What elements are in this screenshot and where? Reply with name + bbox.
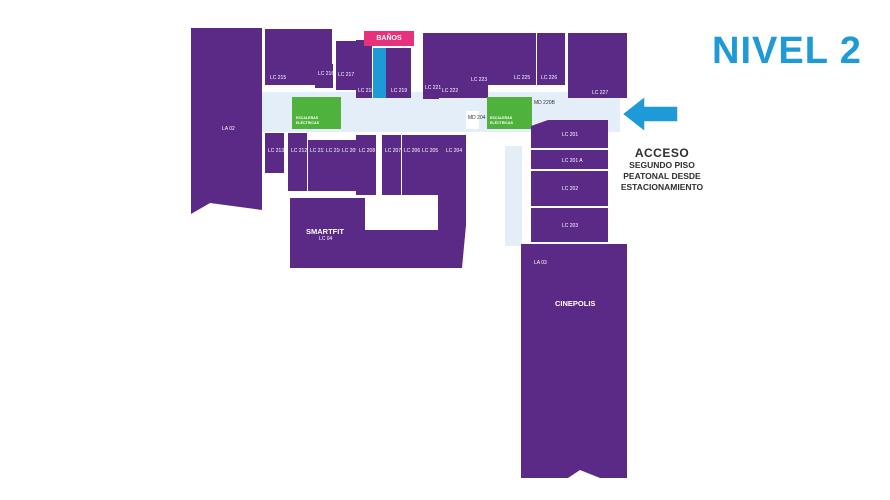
svg-text:LC 212: LC 212: [291, 148, 307, 154]
store-label-lc227: LC 227: [592, 90, 608, 96]
svg-text:ELÉCTRICAS: ELÉCTRICAS: [490, 120, 514, 125]
store-lc213[interactable]: LC 213: [265, 133, 284, 173]
store-lc202[interactable]: LC 202: [531, 171, 608, 206]
store-label-lc226: LC 226: [541, 75, 557, 81]
store-la02[interactable]: LA 02: [191, 28, 262, 214]
svg-text:LC 209: LC 209: [342, 148, 358, 154]
store-lc203[interactable]: LC 203: [531, 208, 608, 242]
svg-text:LC 201: LC 201: [562, 132, 578, 138]
restroom-corridor: [373, 48, 386, 98]
store-label-smartfit: SMARTFIT: [306, 227, 344, 236]
store-lc201[interactable]: LC 201: [531, 120, 608, 148]
store-lc226[interactable]: LC 226: [537, 33, 565, 85]
store-label-lc222: LC 222: [442, 88, 458, 94]
access-arrow-icon: [620, 94, 679, 134]
store-lc206[interactable]: LC 206: [402, 135, 420, 195]
svg-text:LC 205: LC 205: [422, 148, 438, 154]
store-lc217[interactable]: LC 217: [336, 41, 357, 90]
store-label-lc216: LC 216: [318, 71, 334, 77]
store-lc208[interactable]: LC 208: [356, 135, 376, 195]
store-lc209[interactable]: LC 209: [340, 140, 358, 191]
store-smartfit[interactable]: SMARTFIT LC 04: [290, 195, 466, 268]
restroom-icon-block: [365, 210, 389, 230]
access-note: ACCESO SEGUNDO PISO PEATONAL DESDE ESTAC…: [612, 146, 712, 193]
svg-text:LC 04: LC 04: [319, 236, 333, 242]
access-line-2: PEATONAL DESDE: [623, 171, 701, 181]
svg-text:LC 202: LC 202: [562, 186, 578, 192]
escalator-east: ESCALERAS ELÉCTRICAS: [487, 97, 532, 129]
access-line-3: ESTACIONAMIENTO: [620, 182, 704, 192]
restrooms-sign: BAÑOS: [364, 31, 414, 46]
svg-text:LC 207: LC 207: [385, 148, 401, 154]
svg-text:LC 211: LC 211: [310, 148, 326, 154]
level-title: NIVEL 2: [712, 30, 862, 72]
store-lc205[interactable]: LC 205: [420, 135, 439, 195]
store-lc218[interactable]: LC 218: [356, 40, 374, 98]
escalator-west: ESCALERAS ELÉCTRICAS: [292, 97, 341, 129]
svg-text:ESCALERAS: ESCALERAS: [490, 116, 513, 120]
access-heading: ACCESO: [634, 146, 690, 160]
vertical-corridor: [505, 146, 522, 246]
svg-text:LC 210: LC 210: [326, 148, 342, 154]
svg-text:LC 213: LC 213: [268, 148, 284, 154]
svg-text:LC 208: LC 208: [359, 148, 375, 154]
store-label-lc217: LC 217: [338, 72, 354, 78]
store-lc216[interactable]: LC 216: [315, 64, 334, 88]
store-lc207[interactable]: LC 207: [382, 135, 401, 195]
svg-text:ESCALERAS: ESCALERAS: [296, 116, 319, 120]
store-label-la02: LA 02: [222, 126, 235, 132]
svg-text:ELÉCTRICAS: ELÉCTRICAS: [296, 120, 320, 125]
store-lc221[interactable]: LC 221: [423, 77, 441, 99]
store-lc225[interactable]: LC 225: [488, 33, 536, 85]
store-lc211[interactable]: LC 211: [308, 140, 326, 191]
svg-text:MD 220B: MD 220B: [534, 100, 556, 106]
store-label-cinepolis: CINEPOLIS: [555, 299, 595, 308]
svg-text:LC 203: LC 203: [562, 223, 578, 229]
svg-text:LC 201 A: LC 201 A: [562, 158, 583, 164]
store-lc210[interactable]: LC 210: [324, 140, 342, 191]
kiosk-md204[interactable]: MD 204: [466, 111, 486, 129]
svg-text:MD 204: MD 204: [468, 115, 486, 121]
store-lc201a[interactable]: LC 201 A: [531, 150, 608, 169]
store-label-lc223: LC 223: [471, 77, 487, 83]
kiosk-md220b[interactable]: MD 220B: [534, 100, 556, 106]
svg-text:LC 204: LC 204: [446, 148, 462, 154]
store-lc212[interactable]: LC 212: [288, 133, 307, 191]
store-lc227[interactable]: LC 227: [568, 33, 627, 98]
svg-text:LA 03: LA 03: [534, 260, 547, 266]
svg-text:LC 206: LC 206: [404, 148, 420, 154]
access-line-1: SEGUNDO PISO: [629, 160, 695, 170]
store-lc223[interactable]: LC 223: [469, 73, 487, 98]
store-lc219[interactable]: LC 219: [386, 48, 411, 98]
store-cinepolis[interactable]: LA 03 CINEPOLIS: [521, 244, 627, 478]
store-label-lc218: LC 218: [358, 88, 374, 94]
store-label-lc221: LC 221: [425, 85, 441, 91]
store-label-lc215: LC 215: [270, 75, 286, 81]
store-label-lc219: LC 219: [391, 88, 407, 94]
store-label-lc225: LC 225: [514, 75, 530, 81]
